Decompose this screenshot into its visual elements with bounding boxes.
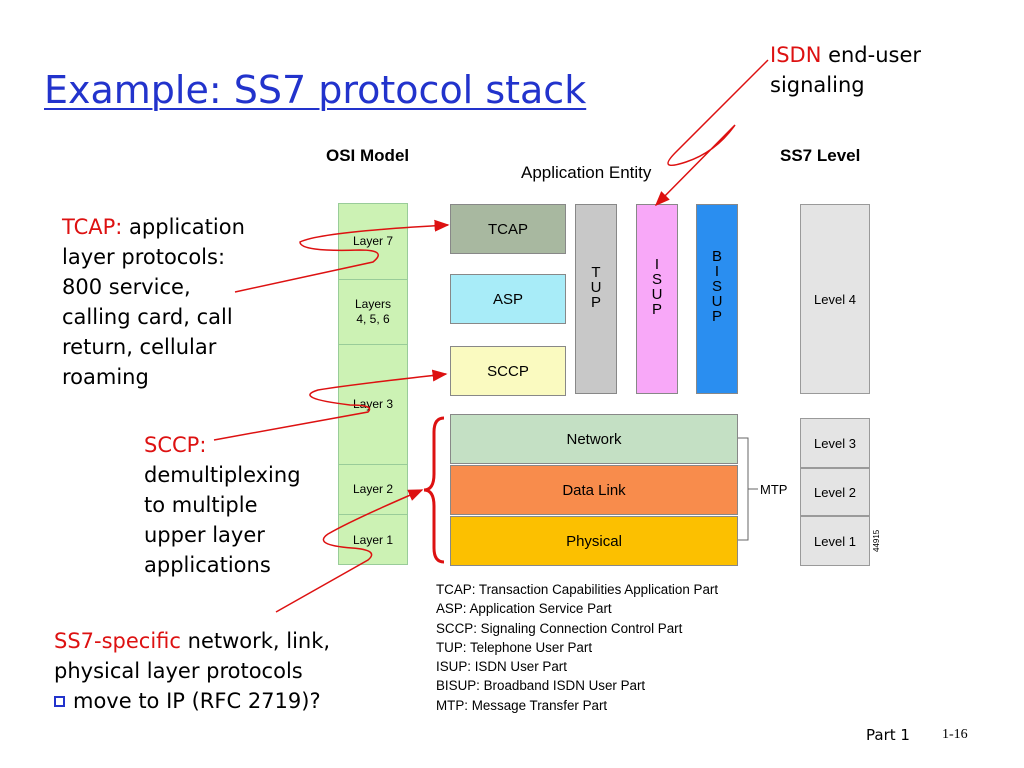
ss7-level-header: SS7 Level	[780, 146, 861, 165]
ss7-note-line1: network, link,	[180, 629, 331, 653]
application-entity-label: Application Entity	[521, 163, 652, 182]
sccp-note-line: upper layer	[144, 523, 265, 547]
ss7-note-red: SS7-specific	[54, 629, 181, 653]
osi-model-header: OSI Model	[326, 146, 410, 165]
abbreviation-legend: TCAP: Transaction Capabilities Applicati…	[436, 580, 718, 715]
sccp-note: SCCP: demultiplexing to multiple upper l…	[144, 430, 301, 580]
mtp-bracket	[738, 437, 758, 541]
footer-part: Part 1	[866, 726, 910, 744]
tcap-note-line: calling card, call	[62, 305, 233, 329]
checkbox-bullet-icon	[54, 696, 65, 707]
tcap-note: TCAP: application layer protocols: 800 s…	[62, 212, 245, 392]
data-link-box: Data Link	[450, 465, 738, 515]
sccp-note-line: demultiplexing	[144, 463, 301, 487]
legend-item: TCAP: Transaction Capabilities Applicati…	[436, 582, 719, 597]
osi-column	[338, 203, 408, 565]
ss7-note: SS7-specific network, link, physical lay…	[54, 626, 330, 716]
isup-box: I S U P	[636, 204, 678, 394]
legend-item: ASP: Application Service Part	[436, 601, 612, 617]
legend-item: SCCP: Signaling Connection Control Part	[436, 620, 683, 636]
red-brace	[423, 416, 445, 564]
tcap-note-line: 800 service,	[62, 275, 191, 299]
footer-page-number: 1-16	[942, 727, 968, 742]
level-3-box: Level 3	[800, 418, 870, 468]
osi-layer-2: Layer 2	[338, 465, 408, 515]
slide-title: Example: SS7 protocol stack	[44, 68, 587, 112]
isdn-note-line1: end-user	[821, 43, 922, 67]
sccp-note-line: applications	[144, 553, 271, 577]
asp-box: ASP	[450, 274, 566, 324]
ss7-note-line2: physical layer protocols	[54, 659, 303, 683]
sccp-note-red: SCCP:	[144, 433, 207, 457]
osi-layer-7: Layer 7	[338, 203, 408, 280]
ss7-note-bullet: move to IP (RFC 2719)?	[73, 689, 321, 713]
level-2-box: Level 2	[800, 468, 870, 516]
legend-item: MTP: Message Transfer Part	[436, 697, 608, 713]
sccp-note-line: to multiple	[144, 493, 258, 517]
mtp-label: MTP	[760, 482, 788, 497]
level-1-box: Level 1	[800, 516, 870, 566]
tcap-note-red: TCAP:	[62, 215, 123, 239]
tcap-note-line: layer protocols:	[62, 245, 226, 269]
isdn-note-line2: signaling	[770, 73, 865, 97]
level-4-box: Level 4	[800, 204, 870, 394]
isdn-note-red: ISDN	[770, 43, 822, 67]
osi-layer-3: Layer 3	[338, 345, 408, 465]
tup-box: T U P	[575, 204, 617, 394]
ss7-arrow	[275, 489, 424, 613]
bisup-box: B I S U P	[696, 204, 738, 394]
physical-box: Physical	[450, 516, 738, 566]
sccp-arrow	[213, 369, 448, 441]
tcap-note-line: return, cellular	[62, 335, 217, 359]
legend-item: TUP: Telephone User Part	[436, 639, 593, 655]
sccp-box: SCCP	[450, 346, 566, 396]
tcap-note-line: roaming	[62, 365, 149, 389]
legend-item: BISUP: Broadband ISDN User Part	[436, 678, 646, 694]
legend-item: ISUP: ISDN User Part	[436, 659, 567, 675]
network-box: Network	[450, 414, 738, 464]
tcap-note-line1: application	[122, 215, 245, 239]
tcap-box: TCAP	[450, 204, 566, 254]
isdn-note: ISDN end-user signaling	[770, 40, 921, 100]
tcap-arrow	[234, 219, 450, 293]
osi-layer-1: Layer 1	[352, 532, 394, 547]
isdn-arrow	[654, 59, 769, 207]
osi-layers-4-5-6: Layers 4, 5, 6	[338, 280, 408, 345]
